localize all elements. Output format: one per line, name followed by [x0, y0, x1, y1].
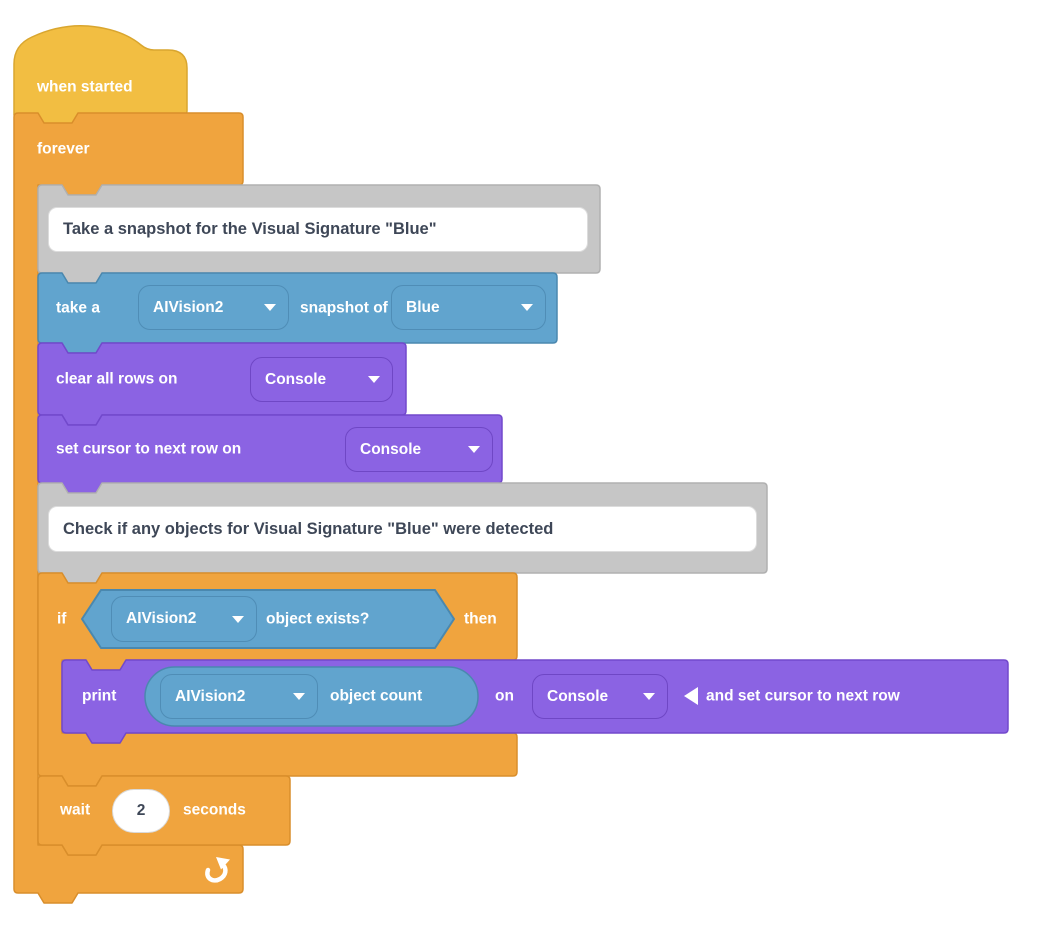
forever-block[interactable] [13, 112, 244, 904]
wait-duration-value: 2 [136, 802, 146, 819]
forever-label: forever [37, 140, 90, 158]
take-snapshot-signature-dropdown[interactable]: Blue [391, 285, 546, 330]
console-dropdown-value: Console [360, 440, 422, 458]
dropdown-arrow-icon [264, 304, 276, 311]
on-keyword: on [495, 687, 514, 705]
camera-dropdown-value: AIVision2 [175, 687, 246, 705]
then-keyword: then [464, 610, 497, 628]
object-count-reporter[interactable] [144, 666, 479, 727]
dropdown-arrow-icon [368, 376, 380, 383]
print-console-dropdown[interactable]: Console [532, 674, 668, 719]
camera-dropdown-value: AIVision2 [126, 610, 197, 627]
console-dropdown-value: Console [547, 687, 609, 705]
signature-dropdown-value: Blue [406, 298, 440, 316]
take-snapshot-camera-dropdown[interactable]: AIVision2 [138, 285, 289, 330]
wait-keyword: wait [60, 801, 91, 819]
clear-rows-label: clear all rows on [56, 370, 178, 388]
wait-duration-input[interactable]: 2 [112, 789, 170, 833]
if-keyword: if [57, 610, 67, 628]
object-count-label: object count [330, 687, 423, 705]
when-started-label: when started [37, 78, 133, 96]
comment-check-text: Check if any objects for Visual Signatur… [63, 519, 554, 538]
console-dropdown-value: Console [265, 370, 327, 388]
seconds-label: seconds [183, 801, 246, 819]
comment-snapshot-field[interactable]: Take a snapshot for the Visual Signature… [48, 207, 588, 252]
when-started-hat-block[interactable] [13, 24, 188, 126]
camera-dropdown-value: AIVision2 [153, 298, 224, 316]
loop-arrow-icon [205, 857, 230, 883]
collapse-arrow-icon[interactable] [684, 687, 698, 705]
object-exists-hexagon[interactable] [81, 589, 455, 649]
clear-rows-console-dropdown[interactable]: Console [250, 357, 393, 402]
dropdown-arrow-icon [468, 446, 480, 453]
dropdown-arrow-icon [521, 304, 533, 311]
dropdown-arrow-icon [643, 693, 655, 700]
set-cursor-console-dropdown[interactable]: Console [345, 427, 493, 472]
comment-check-field[interactable]: Check if any objects for Visual Signatur… [48, 506, 757, 552]
if-camera-dropdown[interactable]: AIVision2 [111, 596, 257, 642]
take-snapshot-middle: snapshot of [300, 299, 388, 317]
take-snapshot-prefix: take a [56, 299, 100, 317]
print-camera-dropdown[interactable]: AIVision2 [160, 674, 318, 719]
comment-snapshot-text: Take a snapshot for the Visual Signature… [63, 220, 437, 238]
print-suffix-label: and set cursor to next row [706, 687, 900, 705]
print-keyword: print [82, 687, 117, 705]
dropdown-arrow-icon [232, 615, 244, 623]
dropdown-arrow-icon [293, 693, 305, 700]
take-snapshot-block[interactable] [37, 272, 558, 354]
if-condition-label: object exists? [266, 610, 370, 628]
set-cursor-label: set cursor to next row on [56, 440, 242, 458]
